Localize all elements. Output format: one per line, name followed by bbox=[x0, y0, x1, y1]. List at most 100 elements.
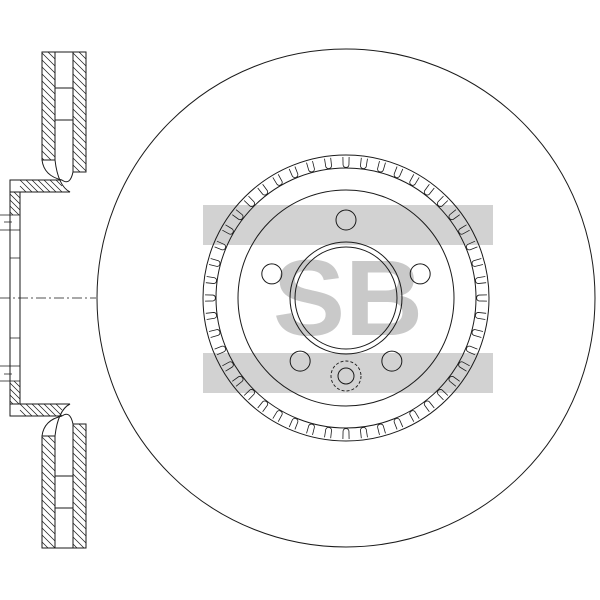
tone-ring-slot bbox=[423, 184, 435, 196]
hatch-line bbox=[72, 150, 87, 165]
hatch-line bbox=[41, 499, 56, 514]
hatch-line bbox=[72, 459, 87, 474]
hatch-line bbox=[41, 520, 56, 535]
hatch-line bbox=[72, 157, 87, 172]
hatch-line bbox=[31, 179, 45, 193]
tone-ring-slot bbox=[475, 276, 487, 284]
tone-ring-slot bbox=[409, 410, 420, 422]
bolt-hole bbox=[261, 263, 283, 285]
tone-ring-slots bbox=[205, 157, 487, 439]
bolt-hole bbox=[289, 350, 311, 372]
hatch-line bbox=[9, 211, 14, 216]
hatch-line bbox=[31, 403, 45, 417]
tone-ring-slot bbox=[214, 345, 226, 356]
hatch-line bbox=[72, 129, 87, 144]
tone-ring-inner bbox=[215, 167, 477, 429]
hatch-line bbox=[55, 179, 63, 187]
hatch-line bbox=[41, 101, 56, 116]
hatch-line bbox=[41, 80, 56, 95]
hatch-line bbox=[78, 51, 87, 60]
hatch-line bbox=[41, 478, 56, 493]
hatch-line bbox=[72, 501, 87, 516]
hatch-line bbox=[41, 66, 56, 81]
section-hat-profile bbox=[0, 159, 74, 437]
watermark-bar-bottom bbox=[203, 353, 493, 393]
bolt-hole bbox=[409, 263, 431, 285]
tone-ring-slot bbox=[324, 157, 332, 169]
tone-ring-slot bbox=[437, 389, 449, 401]
tone-ring-slot bbox=[360, 427, 368, 439]
locator-hole-dashed bbox=[330, 360, 362, 392]
hatch-line bbox=[72, 424, 87, 439]
hatch-line bbox=[9, 394, 20, 405]
hatch-line bbox=[72, 445, 87, 460]
watermark: SB bbox=[203, 205, 493, 393]
hatch-line bbox=[72, 87, 87, 102]
tone-ring-slot bbox=[458, 224, 470, 235]
tone-ring-slot bbox=[205, 312, 217, 320]
tone-ring-slot bbox=[232, 375, 244, 387]
hatch-line bbox=[41, 471, 56, 486]
hatch-line bbox=[72, 80, 87, 95]
tone-ring-slot bbox=[257, 184, 269, 196]
tone-ring-slot bbox=[272, 174, 283, 186]
hatch-line bbox=[41, 485, 56, 500]
hatch-line bbox=[41, 115, 56, 130]
hatch-line bbox=[41, 52, 56, 67]
tone-ring-slot bbox=[243, 195, 255, 207]
hatch-line bbox=[41, 464, 56, 479]
hatch-line bbox=[72, 466, 87, 481]
hatch-line bbox=[72, 480, 87, 495]
watermark-bar-top bbox=[203, 205, 493, 245]
hatch-line bbox=[41, 122, 56, 137]
hatch-line bbox=[13, 380, 21, 388]
hatch-line bbox=[72, 487, 87, 502]
hatch-line bbox=[72, 473, 87, 488]
hatch-line bbox=[72, 508, 87, 523]
hatch-line bbox=[41, 443, 56, 458]
hatch-line bbox=[41, 157, 45, 161]
tone-ring-slot bbox=[222, 224, 234, 235]
hatch-line bbox=[9, 199, 21, 211]
watermark-text: SB bbox=[273, 237, 423, 358]
hatch-line bbox=[25, 403, 39, 417]
tone-ring-slot bbox=[448, 375, 460, 387]
hatch-line bbox=[9, 193, 21, 205]
tone-ring-slot bbox=[257, 400, 269, 412]
hub-bore-inner bbox=[294, 246, 398, 350]
hatch-line bbox=[37, 403, 51, 417]
section-bottom-ring bbox=[41, 423, 87, 549]
locator-hole bbox=[337, 367, 355, 385]
tone-ring-slot bbox=[377, 160, 386, 173]
tone-ring-slot bbox=[288, 166, 299, 178]
hatch-line bbox=[72, 108, 87, 123]
hatch-line bbox=[49, 403, 63, 417]
tone-ring-slot bbox=[458, 361, 470, 372]
tone-ring-slot bbox=[306, 423, 315, 436]
hatch-line bbox=[72, 164, 81, 173]
hatch-line bbox=[41, 143, 56, 158]
disc-outer-edge bbox=[96, 48, 596, 548]
tone-ring-slot bbox=[377, 423, 386, 436]
hatch-line bbox=[41, 87, 56, 102]
hatch-line bbox=[78, 423, 87, 432]
hatch-line bbox=[72, 122, 87, 137]
hatch-line bbox=[41, 492, 56, 507]
hatch-line bbox=[41, 527, 56, 542]
hatch-line bbox=[72, 143, 87, 158]
hatch-line bbox=[41, 73, 56, 88]
tone-ring-slot bbox=[471, 258, 484, 267]
hatch-line bbox=[41, 150, 52, 161]
hatch-line bbox=[72, 494, 87, 509]
hatch-line bbox=[72, 543, 78, 549]
hatch-line bbox=[72, 136, 87, 151]
hatch-line bbox=[19, 409, 27, 417]
hatch-line bbox=[72, 115, 87, 130]
hatch-line bbox=[25, 179, 39, 193]
hatch-line bbox=[19, 403, 33, 417]
tone-ring-slot bbox=[471, 329, 484, 338]
tone-ring-slot bbox=[324, 427, 332, 439]
hatch-line bbox=[41, 129, 56, 144]
hatch-line bbox=[72, 515, 87, 530]
